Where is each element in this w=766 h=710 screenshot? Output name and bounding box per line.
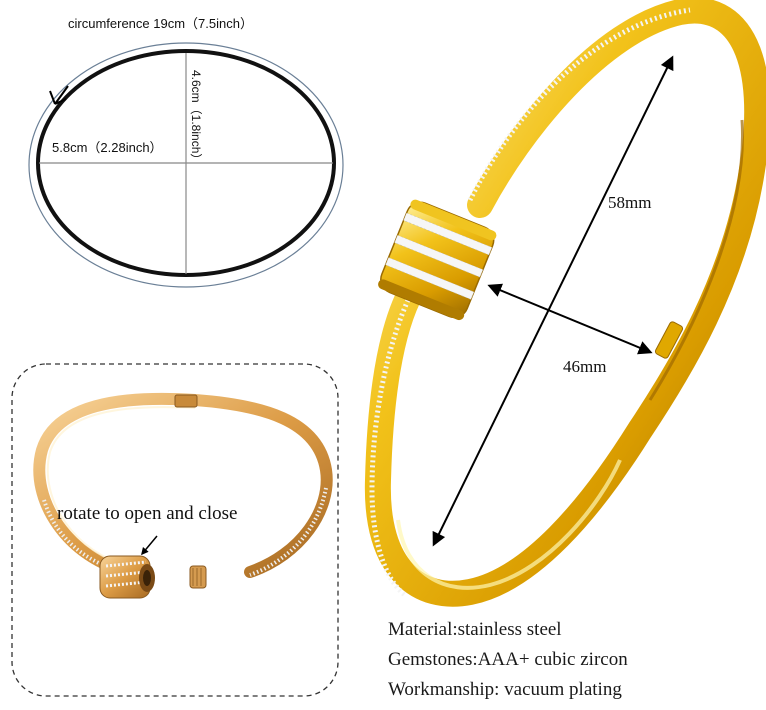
- dashed-frame: [11, 363, 339, 697]
- inner-ellipse: [36, 49, 336, 277]
- open-bangle-highlight: [46, 406, 196, 567]
- pointer-arrow: [141, 535, 158, 556]
- screw-head: [99, 555, 155, 599]
- hinge: [174, 394, 198, 408]
- gold-bangle: [364, 0, 766, 607]
- width-label: 5.8cm（2.28inch）: [52, 140, 163, 155]
- length-label: 58mm: [608, 193, 652, 212]
- spec-material: Material:stainless steel: [388, 619, 562, 640]
- circumference-arrow-icon: [49, 85, 69, 105]
- open-bangle-zircon-row-right: [249, 487, 328, 577]
- circumference-label: circumference 19cm（7.5inch）: [68, 16, 253, 31]
- outer-ellipse: [28, 42, 344, 288]
- rotate-caption: rotate to open and close: [57, 503, 238, 524]
- open-demo: [11, 363, 339, 697]
- spec-gemstones: Gemstones:AAA+ cubic zircon: [388, 649, 628, 670]
- spec-workmanship: Workmanship: vacuum plating: [388, 679, 622, 700]
- width-arrow: [487, 283, 653, 355]
- bangle-width-label: 46mm: [563, 357, 607, 376]
- zircon-row-left: [369, 298, 411, 597]
- size-diagram: [28, 42, 344, 288]
- height-label: 4.6cm（1.8inch）: [189, 70, 203, 166]
- threaded-end: [189, 565, 207, 589]
